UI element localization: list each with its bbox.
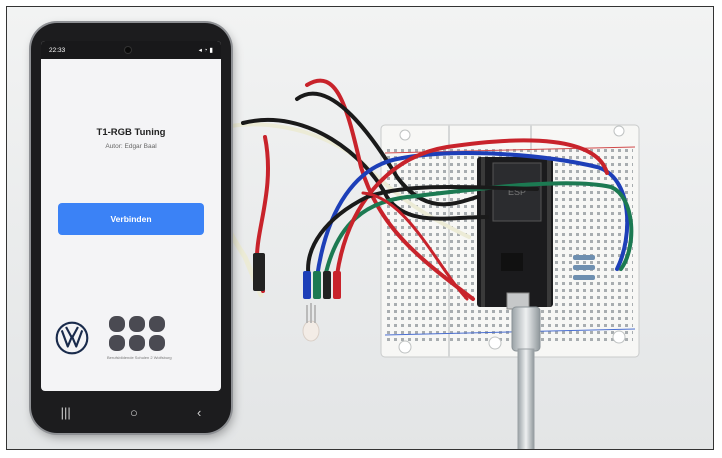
app-author: Autor: Edgar Baal — [105, 143, 157, 150]
connect-button[interactable]: Verbinden — [58, 203, 204, 235]
recents-icon[interactable]: ||| — [60, 404, 71, 420]
esp32-board: ESP — [477, 157, 553, 310]
vw-logo-icon — [55, 321, 89, 355]
status-icons: ◂ ◔ ▮ — [199, 46, 213, 54]
svg-text:ESP: ESP — [508, 187, 526, 197]
school-caption: Berufsbildende Schulen 2 Wolfsburg — [107, 355, 172, 360]
status-icon-group: ◂ ◔ ▮ — [198, 47, 213, 54]
rgb-led — [302, 303, 320, 342]
phone-screen: 22:33 ◂ ◔ ▮ T1-RGB Tuning Autor: Edgar B… — [41, 41, 221, 391]
photo-frame: ESP — [6, 6, 714, 450]
wire-connectors — [253, 253, 341, 299]
usb-cable — [511, 306, 541, 449]
status-time: 22:33 — [49, 46, 66, 54]
resistors — [573, 255, 595, 280]
app-title: T1-RGB Tuning — [96, 127, 166, 138]
android-nav-bar: ||| ○ ‹ — [31, 391, 231, 433]
home-icon[interactable]: ○ — [129, 404, 138, 420]
status-bar: 22:33 ◂ ◔ ▮ — [41, 41, 221, 59]
back-icon[interactable]: ‹ — [197, 404, 202, 420]
front-camera-icon — [125, 47, 131, 53]
bbs-logo-icon — [109, 316, 165, 351]
smartphone: 22:33 ◂ ◔ ▮ T1-RGB Tuning Autor: Edgar B… — [31, 23, 231, 433]
